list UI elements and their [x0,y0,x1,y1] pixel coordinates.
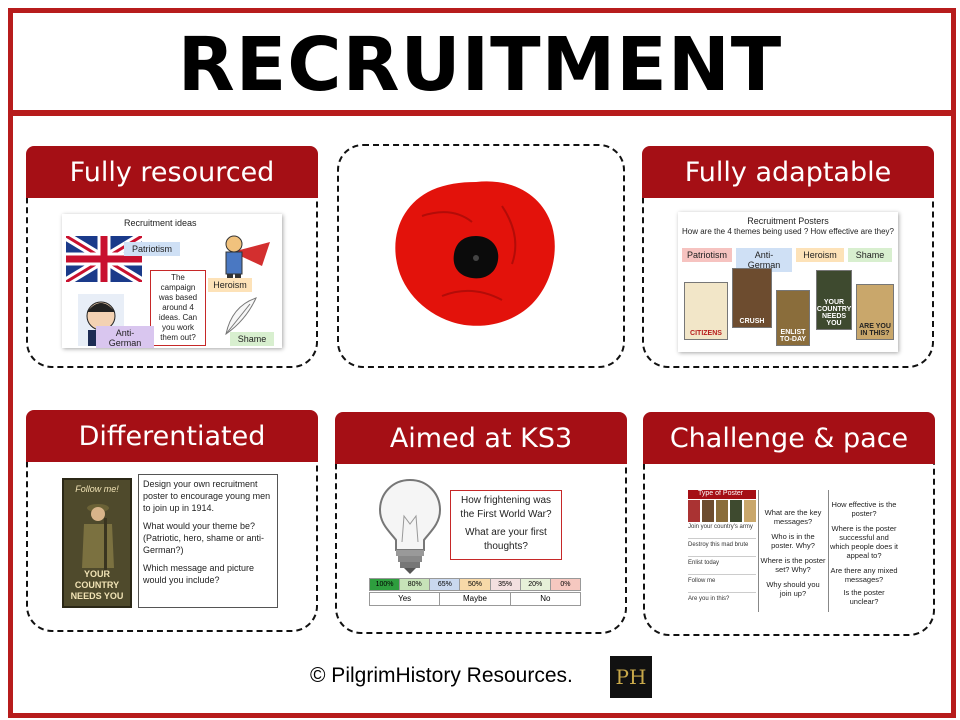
task-text-3: Which message and picture would you incl… [143,563,255,585]
poster-citizens: CITIZENS [684,282,728,340]
question-item: What are the key messages? [764,508,822,526]
question-item: Where is the poster successful and which… [830,524,898,560]
card-header-fully-resourced: Fully resourced [26,146,318,198]
table-row: Are you in this? [688,596,730,602]
man-face-image [78,294,124,346]
mini-poster [716,500,728,522]
thumbnail-recruitment-posters: Recruitment Posters How are the 4 themes… [678,212,898,352]
column-divider [828,490,829,612]
feather-icon [225,297,257,336]
table-row: Enlist today [688,560,756,575]
effectiveness-column: How effective is the poster? Where is th… [830,500,898,606]
question-item: Why should you join up? [766,580,820,598]
ks3-question-box: How frightening was the First World War?… [450,490,562,560]
answer-no: No [540,594,551,603]
scale-80: 80% [400,579,431,590]
tag-shame: Shame [848,248,892,262]
poster-analysis-table: Type of Poster Join your country's army … [688,490,900,612]
resourced-note: The campaign was based around 4 ideas. C… [150,270,206,346]
task-text-2: What would your theme be? (Patriotic, he… [143,521,265,555]
question-2: What are your first thoughts? [465,527,547,552]
answer-row: Yes Maybe No [369,592,581,606]
question-item: Who is in the poster. Why? [771,532,815,550]
poster-crush: CRUSH [732,268,772,328]
scale-65: 65% [430,579,461,590]
light-bulb-image [378,478,442,574]
key-questions-column: What are the key messages? Who is in the… [760,508,826,598]
mini-poster [730,500,742,522]
scale-0: 0% [550,579,580,590]
thumbnail-recruitment-ideas: Recruitment ideas Patriotism Heroism The… [62,214,282,348]
tag-heroism: Heroism [796,248,844,262]
scale-50: 50% [460,579,491,590]
card-header-fully-adaptable: Fully adaptable [642,146,934,198]
question-item: How effective is the poster? [831,500,897,518]
answer-yes: Yes [370,593,441,605]
column-divider [758,490,759,612]
poppy-image [395,181,555,326]
question-item: Where is the poster set? Why? [760,556,826,574]
tag-patriotism: Patriotism [124,242,180,256]
mini-poster [744,500,756,522]
tag-shame: Shame [230,332,274,346]
follow-me-poster: Follow me! YOUR COUNTRY NEEDS YOU [62,478,132,608]
scale-35: 35% [490,579,521,590]
poster-enlist-today: ENLIST TO-DAY [776,290,810,346]
page-title: RECRUITMENT [177,22,783,108]
soldier-image [82,504,114,574]
mini-poster-strip [688,500,756,522]
mini-poster [702,500,714,522]
poster-top-text: Follow me! [75,484,119,494]
question-item: Is the poster unclear? [843,588,885,606]
table-row: Destroy this mad brute [688,542,756,557]
card-header-challenge-pace: Challenge & pace [643,412,935,464]
thumbnail-title: Recruitment Posters [747,216,829,226]
task-text-1: Design your own recruitment poster to en… [143,479,271,513]
tag-anti-german: Anti-German [96,326,154,348]
page-frame [8,8,956,718]
footer-copyright: © PilgrimHistory Resources. [310,664,573,687]
thumbnail-subtitle: How are the 4 themes being used ? How ef… [682,227,894,236]
poster-are-you-in-this: ARE YOU IN THIS? [856,284,894,340]
answer-maybe: Maybe [440,593,511,605]
card-header-differentiated: Differentiated [26,410,318,462]
scale-100: 100% [370,579,401,590]
scale-20: 20% [520,579,551,590]
poster-bottom-text: YOUR COUNTRY NEEDS YOU [70,569,124,601]
table-row: Join your country's army [688,524,756,539]
differentiated-task-box: Design your own recruitment poster to en… [138,474,278,608]
table-row: Follow me [688,578,756,593]
poster-your-country-needs-you: YOUR COUNTRY NEEDS YOU [816,270,852,330]
title-divider [8,110,956,116]
card-header-aimed-at-ks3: Aimed at KS3 [335,412,627,464]
tag-patriotism: Patriotism [682,248,732,262]
pilgrim-history-logo: PH [610,656,652,698]
question-item: Are there any mixed messages? [830,566,898,584]
tag-heroism: Heroism [208,278,252,292]
question-1: How frightening was the First World War? [460,495,552,520]
table-header: Type of Poster [688,490,756,499]
thumbnail-title: Recruitment ideas [124,218,197,228]
percentage-scale: 100% 80% 65% 50% 35% 20% 0% [369,578,581,591]
mini-poster [688,500,700,522]
